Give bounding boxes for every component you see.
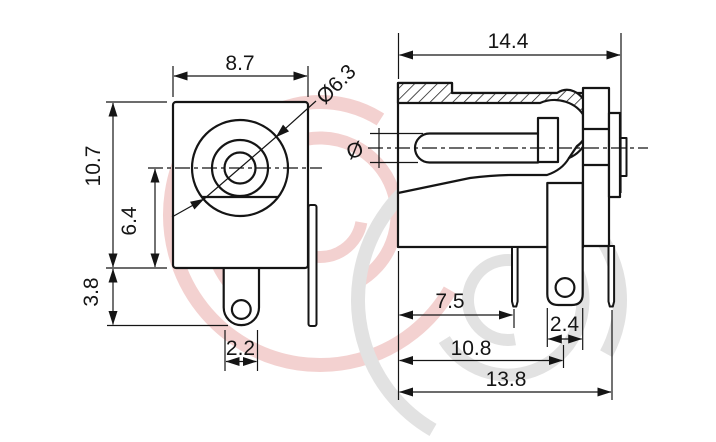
side-view-dimensions: 14.4 Ø 7.5 2.4 10.8 13.8	[344, 30, 648, 400]
lug-hole	[230, 299, 252, 321]
front-view-dimensions: 8.7 Ø6.3 10.7 6.4 3.8 2.2	[80, 52, 361, 371]
front-terminal-pin	[511, 246, 519, 308]
diameter-leader	[171, 198, 205, 218]
solder-lug-side	[546, 181, 584, 307]
watermark-arc	[351, 143, 665, 442]
dim-center-height-label: 6.4	[118, 206, 141, 236]
back-plate	[581, 86, 611, 248]
back-terminal-pin	[607, 245, 616, 308]
dim-width-label: 8.7	[225, 52, 254, 75]
watermark-arc	[462, 254, 554, 346]
front-view	[171, 100, 318, 327]
dim-height-label: 10.7	[82, 146, 105, 187]
pin-base-block	[536, 116, 560, 164]
diameter-leader	[275, 100, 317, 138]
lug-hole-side	[554, 277, 576, 299]
dim-lug-length-label: 3.8	[80, 277, 103, 306]
dim-front-to-pin-label: 7.5	[435, 290, 464, 313]
dim-lug-width-label: 2.2	[226, 337, 255, 360]
dim-pin-diameter-label: Ø	[344, 137, 367, 164]
side-pin-tab	[307, 204, 318, 327]
shell-section-hatch	[396, 81, 591, 160]
dim-lug-thickness-label: 2.4	[550, 313, 580, 336]
side-view	[396, 81, 628, 308]
back-flange	[607, 111, 622, 199]
dim-front-to-lug-label: 10.8	[451, 337, 492, 360]
dim-front-to-back-pin-label: 13.8	[486, 368, 527, 391]
cavity-bottom-contact	[396, 156, 571, 195]
back-stub	[619, 137, 628, 177]
dim-total-length-label: 14.4	[488, 30, 529, 53]
jack-body-front	[171, 100, 310, 270]
